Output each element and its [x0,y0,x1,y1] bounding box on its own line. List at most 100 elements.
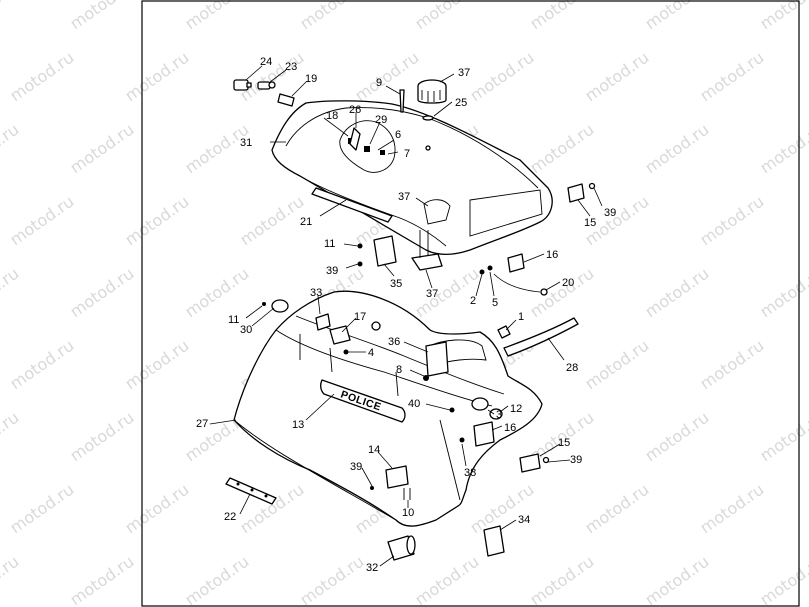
watermark-text: motod.ru [66,264,137,322]
base-hole [371,321,381,331]
watermark-text: motod.ru [526,120,597,178]
watermark-text: motod.ru [121,336,192,394]
callout-15b: 15 [558,437,570,449]
watermark-text: motod.ru [0,120,22,178]
watermark-text: motod.ru [351,48,422,106]
callout-7: 7 [404,148,410,160]
watermark-text: motod.ru [756,0,809,33]
callout-23: 23 [285,61,297,73]
lid-fasteners [348,127,385,155]
callout-22: 22 [224,511,236,523]
callout-6: 6 [395,129,401,141]
side-bracket-upper [567,182,596,203]
watermark-text: motod.ru [6,336,77,394]
fastener-8 [423,375,429,381]
watermark-text: motod.ru [581,336,652,394]
callout-26: 26 [349,104,361,116]
watermark-text: motod.ru [581,480,652,538]
callout-1: 1 [518,311,524,323]
watermark-text: motod.ru [66,120,137,178]
watermark-text: motod.ru [526,0,597,33]
watermark-text: motod.ru [296,552,367,607]
watermark-text: motod.ru [411,264,482,322]
callout-36: 36 [388,336,400,348]
watermark-text: motod.ru [181,552,252,607]
callout-16b: 16 [504,422,516,434]
hinge [357,235,397,267]
latch-bracket-center [329,325,351,345]
callout-labels: 24 23 19 9 37 25 18 26 29 31 6 7 37 21 3… [196,56,616,574]
trim-strip [503,317,579,357]
hinge-lower [385,465,409,489]
watermark-text: motod.ru [641,0,712,33]
callout-19: 19 [305,73,317,85]
watermark-text: motod.ru [66,552,137,607]
backing-plate [483,525,505,557]
callout-12: 12 [510,403,522,415]
callout-29: 29 [375,114,387,126]
mount-bracket [425,341,449,377]
base-rear-panel [439,419,461,501]
mount-rail [225,477,277,505]
fastener-39-lower [370,486,374,490]
watermark-text: motod.ru [296,0,367,33]
lid-screw-hole [425,145,431,151]
base-lock [449,397,503,420]
callout-37b: 37 [398,191,410,203]
callout-5: 5 [492,297,498,309]
watermark-text: motod.ru [0,264,22,322]
callout-11b: 11 [228,314,239,326]
watermark-text: motod.ru [696,336,767,394]
callout-leaders [209,65,603,567]
latch-bracket-left [315,313,331,331]
callout-13: 13 [292,419,304,431]
watermark-text: motod.ru [756,408,809,466]
watermark-text: motod.ru [696,48,767,106]
callout-15: 15 [584,217,596,229]
watermark-text: motod.ru [526,552,597,607]
watermark-text: motod.ru [181,264,252,322]
callout-17: 17 [354,311,366,323]
knob [417,79,447,121]
watermark-text: motod.ru [696,192,767,250]
watermark-text: motod.ru [641,408,712,466]
callout-18: 18 [326,110,338,122]
watermark-text: motod.ru [121,192,192,250]
callout-3: 3 [496,409,502,421]
latch-pin [257,81,276,90]
lock-cylinder [233,79,252,91]
callout-24: 24 [260,56,272,68]
watermark-text: motod.ru [181,0,252,33]
release-cable [479,253,548,296]
watermark-text: motod.ru [6,192,77,250]
callout-21: 21 [300,216,312,228]
watermark-text: motod.ru [756,552,809,607]
lid-inner-recess [339,120,396,173]
watermark-text: motod.ru [66,0,137,33]
watermark-text: motod.ru [466,48,537,106]
callout-10: 10 [402,507,414,519]
diagram-frame [141,0,800,607]
reflector [262,299,289,313]
watermark-text: motod.ru [756,264,809,322]
watermark-text: motod.ru [411,552,482,607]
lid-hinge-pocket [423,199,451,225]
callout-38: 38 [464,467,476,479]
watermark-text: motod.ru [121,480,192,538]
callout-39d: 39 [350,461,362,473]
callout-4: 4 [368,347,374,359]
watermark-text: motod.ru [641,264,712,322]
support-stem [419,230,429,258]
lock-housing [277,93,295,107]
callout-35: 35 [390,278,402,290]
base-top-rim [275,329,493,407]
lid-assembly [271,100,553,256]
watermark-text: motod.ru [236,192,307,250]
watermark-text: motod.ru [0,408,22,466]
callout-30: 30 [240,324,252,336]
watermark-text: motod.ru [526,264,597,322]
callout-27: 27 [196,418,208,430]
pin-10 [403,488,411,500]
callout-16: 16 [546,249,558,261]
